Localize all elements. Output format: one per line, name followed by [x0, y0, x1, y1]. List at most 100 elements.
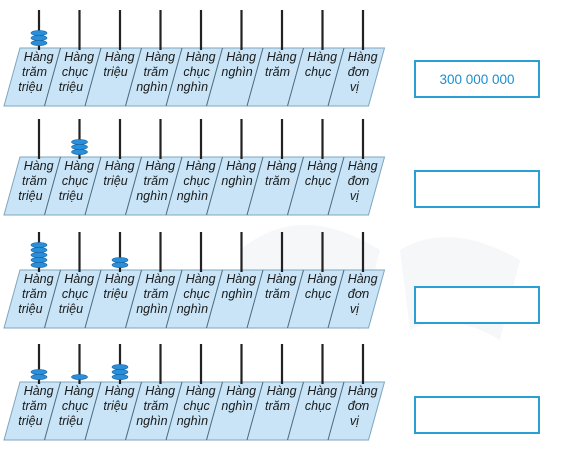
column-label: trăm — [265, 174, 290, 188]
column-divider — [84, 47, 102, 107]
abacus-bead — [111, 262, 129, 268]
column-label: Hàng — [24, 50, 54, 64]
column-label: trăm — [22, 65, 47, 79]
column-label: nghìn — [221, 287, 252, 301]
abacus-bead — [30, 374, 48, 380]
column-label: Hàng — [145, 159, 175, 173]
column-label: Hàng — [105, 159, 135, 173]
abacus-bead — [71, 144, 88, 150]
answer-box-4[interactable] — [414, 396, 540, 434]
answer-box-3[interactable] — [414, 286, 540, 324]
abacus-bead — [30, 247, 48, 253]
column-label: Hàng — [226, 50, 256, 64]
column-label: đơn — [348, 174, 370, 188]
column-label: Hàng — [24, 384, 54, 398]
column-divider — [165, 47, 183, 107]
column-label: chục — [305, 287, 332, 301]
column-label: triệu — [103, 287, 127, 301]
column-label: đơn — [348, 65, 370, 79]
column-label: vị — [350, 414, 360, 428]
column-label: chục — [62, 65, 89, 79]
column-label: Hàng — [348, 384, 378, 398]
column-label: nghìn — [177, 302, 208, 316]
abacus-bead — [71, 374, 88, 380]
column-label: nghìn — [177, 80, 208, 94]
column-label: triệu — [103, 399, 127, 413]
column-label: trăm — [265, 399, 290, 413]
column-divider — [84, 269, 102, 329]
answer-box-2[interactable] — [414, 170, 540, 208]
abacus-bead — [30, 30, 48, 36]
answer-box-1[interactable]: 300 000 000 — [414, 60, 540, 98]
column-label: Hàng — [348, 159, 378, 173]
column-label: nghìn — [136, 80, 167, 94]
abacus-bead — [30, 252, 48, 258]
column-label: Hàng — [307, 50, 337, 64]
column-label: trăm — [265, 65, 290, 79]
column-label: Hàng — [64, 384, 94, 398]
column-label: Hàng — [348, 272, 378, 286]
abacus-1: HàngtrămtriệuHàngchụctriệuHàngtriệuHàngt… — [3, 10, 386, 107]
column-label: vị — [350, 302, 360, 316]
column-label: trăm — [22, 287, 47, 301]
column-label: triệu — [18, 189, 42, 203]
column-label: chục — [305, 399, 332, 413]
column-label: đơn — [348, 287, 370, 301]
column-label: triệu — [103, 65, 127, 79]
column-label: chục — [183, 287, 210, 301]
abacus-bead — [111, 257, 129, 263]
column-label: Hàng — [186, 50, 216, 64]
column-label: chục — [183, 65, 210, 79]
abacus-bead — [30, 242, 48, 248]
abacus-bead — [111, 364, 129, 370]
column-divider — [125, 381, 142, 441]
column-divider — [125, 269, 142, 329]
abacus-bead — [71, 139, 88, 145]
column-label: Hàng — [186, 159, 216, 173]
column-label: nghìn — [221, 399, 252, 413]
column-divider — [44, 156, 61, 216]
column-divider — [206, 156, 223, 216]
column-label: chục — [305, 174, 332, 188]
column-divider — [44, 47, 61, 107]
column-label: nghìn — [177, 414, 208, 428]
column-label: Hàng — [64, 272, 94, 286]
abacus-4: HàngtrămtriệuHàngchụctriệuHàngtriệuHàngt… — [3, 344, 386, 441]
column-divider — [206, 269, 223, 329]
column-label: chục — [62, 399, 89, 413]
column-label: Hàng — [267, 50, 297, 64]
column-label: nghìn — [177, 189, 208, 203]
column-label: Hàng — [105, 384, 135, 398]
column-divider — [287, 47, 304, 107]
column-label: Hàng — [145, 50, 175, 64]
column-label: Hàng — [307, 384, 337, 398]
abacus-bead — [71, 149, 88, 155]
abacus-bead — [30, 40, 48, 46]
column-label: trăm — [265, 287, 290, 301]
column-label: Hàng — [145, 272, 175, 286]
column-divider — [327, 381, 345, 441]
column-label: chục — [62, 174, 89, 188]
column-label: nghìn — [221, 174, 252, 188]
column-label: Hàng — [64, 159, 94, 173]
column-label: nghìn — [221, 65, 252, 79]
abacus-bead — [30, 262, 48, 268]
column-divider — [287, 269, 304, 329]
column-label: chục — [305, 65, 332, 79]
abacus-bead — [30, 257, 48, 263]
column-divider — [246, 269, 264, 329]
abacus-bead — [30, 35, 48, 41]
column-label: Hàng — [226, 384, 256, 398]
column-label: Hàng — [64, 50, 94, 64]
abacus-2: HàngtrămtriệuHàngchụctriệuHàngtriệuHàngt… — [3, 119, 386, 216]
column-label: Hàng — [226, 159, 256, 173]
column-label: Hàng — [267, 159, 297, 173]
column-divider — [327, 269, 345, 329]
column-label: Hàng — [267, 384, 297, 398]
column-label: trăm — [22, 399, 47, 413]
column-label: Hàng — [267, 272, 297, 286]
column-divider — [165, 156, 183, 216]
column-label: triệu — [18, 80, 42, 94]
column-label: đơn — [348, 399, 370, 413]
